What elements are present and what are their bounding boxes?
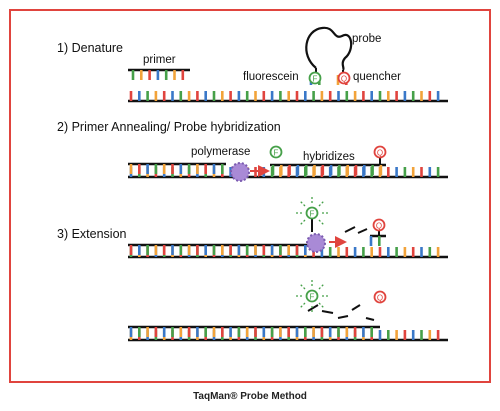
probe-fragment [344, 226, 356, 233]
fluorescence-glow [296, 280, 328, 312]
figure-caption: TaqMan® Probe Method [193, 391, 307, 402]
fluorescein-marker: F [305, 289, 319, 303]
quencher-marker: Q [372, 218, 386, 236]
probe-fragment [365, 317, 375, 321]
svg-text:Q: Q [376, 222, 382, 231]
polymerase-icon [230, 162, 250, 182]
svg-text:F: F [313, 75, 318, 84]
primer-label: primer [143, 54, 176, 66]
probe-fragment [307, 304, 319, 312]
fluorescein-marker: F [308, 71, 322, 85]
probe-label: probe [352, 33, 382, 45]
svg-text:Q: Q [341, 75, 347, 84]
diagram-frame [9, 9, 491, 383]
step-3-label: 3) Extension [57, 227, 127, 241]
polymerase-icon [306, 233, 326, 253]
svg-text:F: F [274, 149, 279, 158]
probe-fragment [337, 315, 349, 319]
fluorescein-marker: F [305, 206, 319, 220]
probe-fragment [321, 310, 334, 314]
probe-fragment [357, 228, 368, 234]
quencher-marker: Q [337, 71, 351, 85]
probe-loop [305, 26, 353, 71]
fluorescein-label: fluorescein [243, 71, 299, 83]
dna-strands [128, 68, 448, 342]
fluorescein-marker: F [269, 145, 283, 159]
svg-text:F: F [310, 293, 315, 302]
polymerase-label: polymerase [191, 146, 251, 158]
step-2-label: 2) Primer Annealing/ Probe hybridization [57, 120, 281, 134]
hybridizes-label: hybridizes [303, 151, 355, 163]
quencher-label: quencher [353, 71, 401, 83]
step-1-label: 1) Denature [57, 41, 124, 55]
probe-fragment [351, 304, 361, 311]
svg-text:F: F [310, 210, 315, 219]
quencher-marker: Q [373, 145, 387, 165]
svg-text:Q: Q [377, 149, 383, 158]
svg-text:Q: Q [377, 294, 383, 303]
quencher-marker: Q [373, 290, 387, 304]
